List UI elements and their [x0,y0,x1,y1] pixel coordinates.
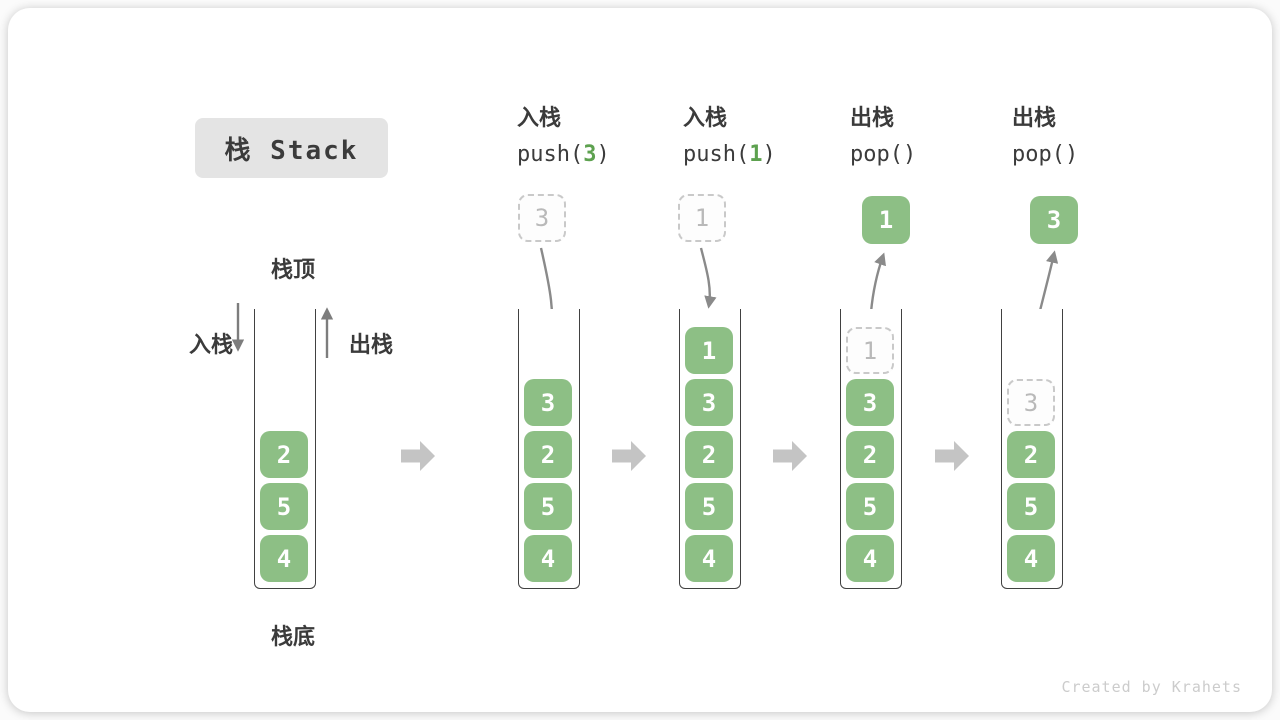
operation-code: pop() [850,136,916,174]
stack-item: 5 [846,483,894,530]
step-arrow-3 [773,441,807,471]
code-prefix: push( [517,142,584,167]
stack-item: 5 [685,483,733,530]
ghost-stack-item: 3 [1007,379,1055,426]
stack-after-push-1-floating-value: 1 [678,194,726,242]
arrows-overlay [231,247,1059,358]
stack-item: 2 [685,431,733,478]
pop-side-label: 出栈 [349,333,394,358]
stack-after-pop-3-floating-value: 3 [1030,196,1078,244]
operation-code: pop() [1012,136,1078,174]
stack-item: 4 [524,535,572,582]
operation-label: 入栈 [517,106,562,131]
stack-after-push-3-floating-value: 3 [518,194,566,242]
stack-item: 3 [524,379,572,426]
push-side-label: 入栈 [189,333,234,358]
pop-1-flow-arrow [869,252,886,313]
stack-initial-container: 2 5 4 [254,309,316,589]
push-1-flow-arrow [699,247,717,309]
operation-label: 出栈 [850,106,895,131]
code-prefix: push( [683,142,750,167]
step-arrow-4 [935,441,969,471]
stack-after-push-3-container: 3 2 5 4 [518,309,580,589]
code-suffix: ) [596,142,610,167]
operation-code: push(3) [517,136,610,174]
stack-after-pop-1-floating-value: 1 [862,196,910,244]
stack-after-push-1-container: 1 3 2 5 4 [679,309,741,589]
code-suffix: ) [762,142,776,167]
stack-item: 5 [1007,483,1055,530]
watermark: Created by Krahets [1061,678,1242,696]
ghost-stack-item: 1 [846,327,894,374]
step-arrow-1 [401,441,435,471]
stack-item: 4 [846,535,894,582]
code-suffix: ) [902,142,917,167]
stack-item: 4 [260,535,308,582]
code-suffix: ) [1064,142,1079,167]
code-arg: 1 [749,142,763,167]
stack-after-pop-3-header: 出栈 pop() [1012,102,1078,174]
operation-label: 出栈 [1012,106,1057,131]
stack-item: 1 [685,327,733,374]
stack-bottom-label: 栈底 [270,625,315,650]
stack-item: 4 [1007,535,1055,582]
code-prefix: pop( [850,142,903,167]
stack-after-pop-1-header: 出栈 pop() [850,102,916,174]
code-prefix: pop( [1012,142,1065,167]
title-badge: 栈 Stack [195,118,388,178]
stack-item: 2 [260,431,308,478]
stack-item: 4 [685,535,733,582]
stack-top-label: 栈顶 [270,258,315,283]
stack-item: 3 [846,379,894,426]
stack-item: 5 [260,483,308,530]
stack-item: 2 [846,431,894,478]
stack-item: 2 [1007,431,1055,478]
step-arrow-2 [612,441,646,471]
stack-after-pop-3-container: 3 2 5 4 [1001,309,1063,589]
code-arg: 3 [583,142,597,167]
stack-after-push-3-header: 入栈 push(3) [517,102,610,174]
stack-item: 2 [524,431,572,478]
operation-label: 入栈 [683,106,728,131]
stack-after-pop-1-container: 1 3 2 5 4 [840,309,902,589]
stack-item: 5 [524,483,572,530]
operation-code: push(1) [683,136,776,174]
stack-after-push-1-header: 入栈 push(1) [683,102,776,174]
title-label: 栈 Stack [224,135,359,166]
stack-item: 3 [685,379,733,426]
